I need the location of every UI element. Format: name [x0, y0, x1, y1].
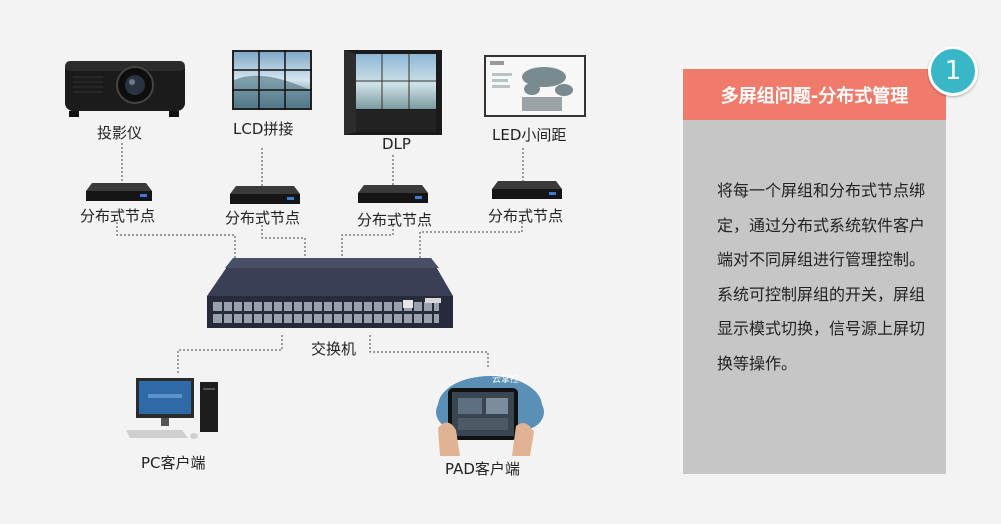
node4-label: 分布式节点	[488, 207, 564, 225]
node1-box-icon	[86, 183, 152, 201]
node1-label: 分布式节点	[80, 207, 156, 225]
node4-box-icon	[492, 181, 562, 199]
cloud-tag: 云掌控	[492, 375, 520, 385]
node3-label: 分布式节点	[357, 211, 433, 229]
node2-label: 分布式节点	[225, 209, 301, 227]
projector-label: 投影仪	[97, 124, 143, 142]
node4-switch-link	[419, 222, 523, 258]
pad-tablet-icon	[436, 376, 544, 456]
lcd-wall-icon	[232, 50, 312, 110]
node3-box-icon	[358, 185, 428, 203]
step-number-badge: 1	[928, 46, 978, 96]
switch-pc-link	[177, 335, 283, 375]
lcd-label: LCD拼接	[233, 120, 294, 138]
panel-title: 多屏组问题-分布式管理	[683, 69, 946, 120]
pad-client-label: PAD客户端	[445, 460, 520, 478]
info-panel: 多屏组问题-分布式管理 将每一个屏组和分布式节点绑定，通过分布式系统软件客户端对…	[683, 69, 946, 474]
network-switch-icon	[207, 258, 453, 328]
dlp-cube-icon	[344, 50, 442, 135]
led-screen-icon	[484, 55, 586, 117]
pc-computer-icon	[126, 378, 218, 439]
dlp-label: DLP	[382, 135, 411, 153]
node2-switch-link	[261, 225, 306, 258]
switch-label: 交换机	[311, 340, 357, 358]
led-label: LED小间距	[492, 126, 567, 144]
node2-box-icon	[230, 186, 300, 204]
pc-client-label: PC客户端	[141, 454, 206, 472]
node3-switch-link	[341, 225, 394, 258]
switch-pad-link	[369, 335, 489, 368]
projector-icon	[65, 61, 185, 117]
panel-description: 将每一个屏组和分布式节点绑定，通过分布式系统软件客户端对不同屏组进行管理控制。系…	[717, 181, 926, 373]
node1-switch-link	[116, 222, 236, 258]
